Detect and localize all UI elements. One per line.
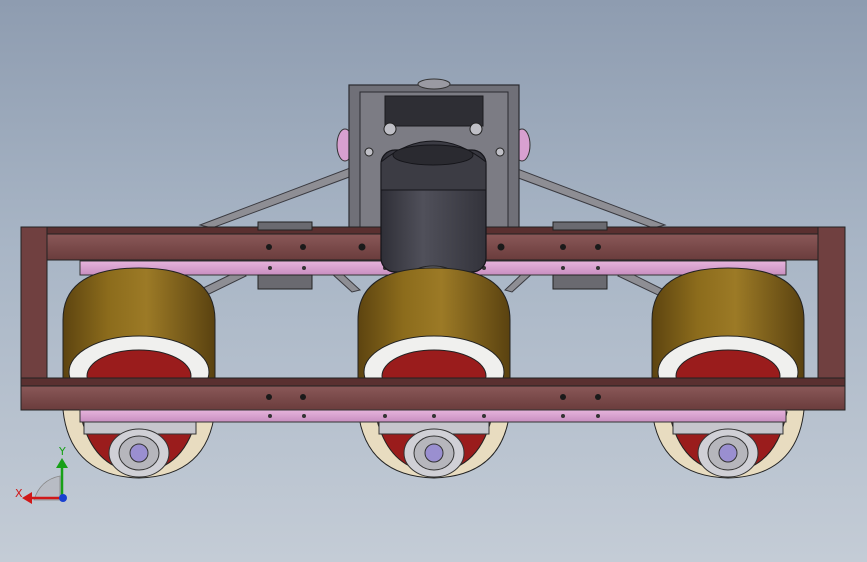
frame-front[interactable] (20, 377, 846, 411)
triad-plane-icon (33, 475, 61, 501)
wheel-left[interactable] (62, 267, 216, 479)
wheel-center[interactable] (357, 267, 511, 479)
drive-motor[interactable] (380, 140, 487, 279)
y-axis-label: Y (58, 445, 66, 458)
z-axis-dot (59, 494, 67, 502)
tie-rods (193, 167, 670, 297)
x-axis-label: X (15, 487, 23, 500)
rail-front[interactable] (79, 409, 787, 423)
wheel-right[interactable] (651, 267, 805, 479)
axis-triad: Y X (15, 445, 68, 504)
